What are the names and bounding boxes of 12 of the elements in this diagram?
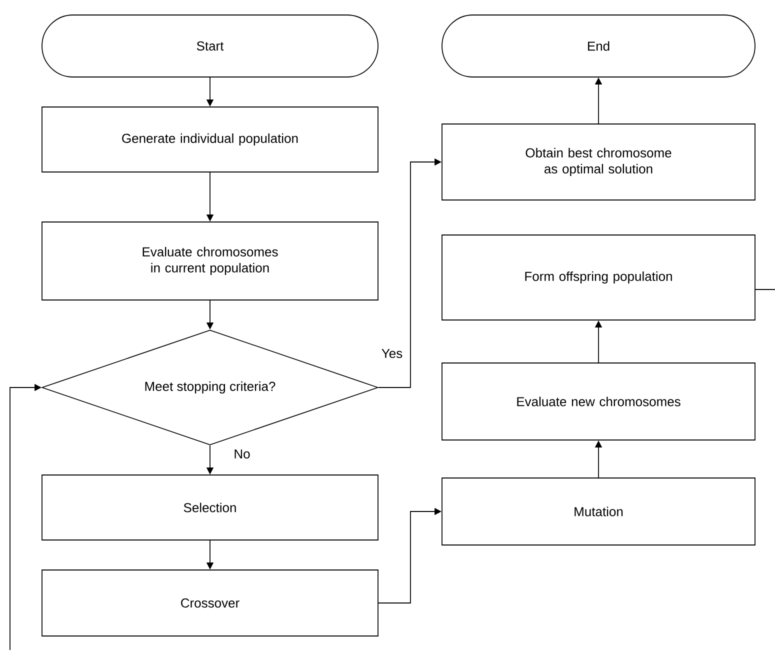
process-box: Evaluate new chromosomes xyxy=(442,362,756,440)
process-box: Selection xyxy=(42,474,378,540)
process-box: Crossover xyxy=(42,570,378,636)
terminal-box: Start xyxy=(42,14,378,78)
process-box: Form offspring population xyxy=(442,234,756,320)
terminal-box: End xyxy=(442,14,756,78)
process-box: Evaluate chromosomes in current population xyxy=(42,222,378,300)
process-box: Generate individual population xyxy=(42,106,378,172)
edge-label: No xyxy=(232,448,252,460)
edge-label: Yes xyxy=(380,348,404,360)
process-box: Mutation xyxy=(442,478,756,546)
process-box: Obtain best chromosome as optimal solution xyxy=(442,124,756,200)
